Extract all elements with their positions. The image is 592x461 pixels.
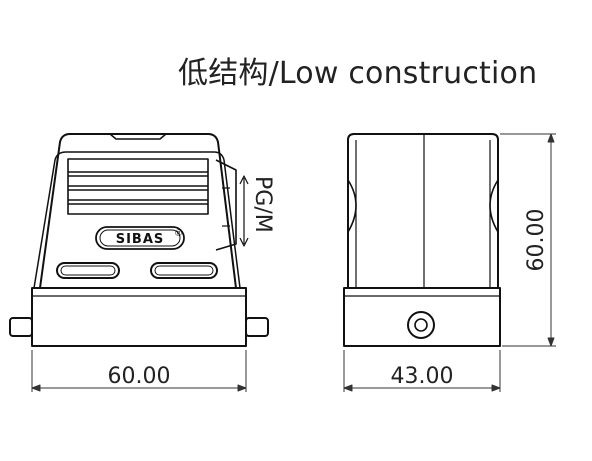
drawing-title: 低结构/Low construction xyxy=(178,56,538,91)
front-view xyxy=(9,133,269,347)
front-width-dimension: 60.00 xyxy=(108,364,171,389)
height-dimension: 60.00 xyxy=(524,209,549,272)
left-slot xyxy=(56,262,120,279)
registered-mark: ® xyxy=(174,229,183,239)
locking-peg-end xyxy=(407,311,435,339)
side-body xyxy=(347,133,499,288)
brand-label: SIBAS xyxy=(116,232,165,247)
brand-badge xyxy=(95,226,185,250)
right-slot xyxy=(150,262,218,279)
hood-base xyxy=(31,287,247,347)
dimensions xyxy=(31,133,556,392)
ribbed-grip-panel xyxy=(67,158,209,215)
thread-size-label: PG/M xyxy=(250,176,275,233)
side-width-dimension: 43.00 xyxy=(391,364,454,389)
right-locking-peg xyxy=(245,317,269,337)
cable-entry-boss xyxy=(215,159,237,251)
side-view xyxy=(343,133,501,347)
left-locking-peg xyxy=(9,317,33,337)
side-base xyxy=(343,287,501,347)
hood-body xyxy=(39,133,237,289)
